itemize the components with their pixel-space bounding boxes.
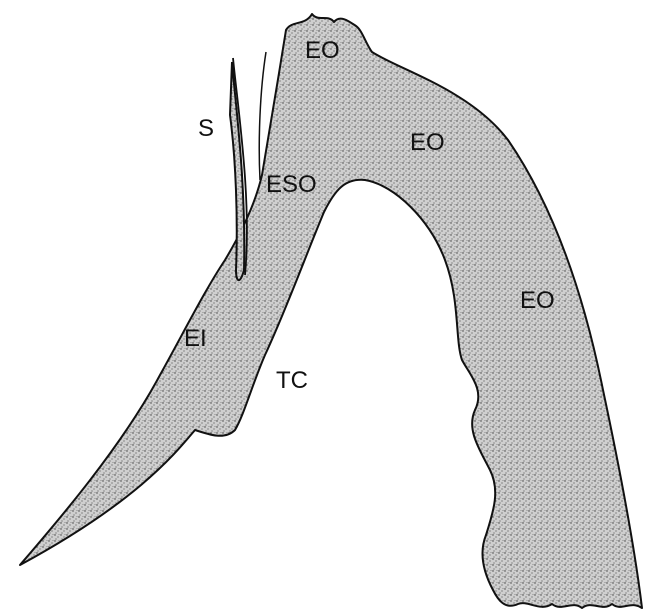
label-ei: EI [184,325,207,352]
label-eso: ESO [266,171,317,198]
label-tc: TC [276,367,308,394]
label-s: S [198,115,214,142]
label-eo-right: EO [520,287,555,314]
label-eo-upper: EO [410,129,445,156]
label-eo-top: EO [305,37,340,64]
